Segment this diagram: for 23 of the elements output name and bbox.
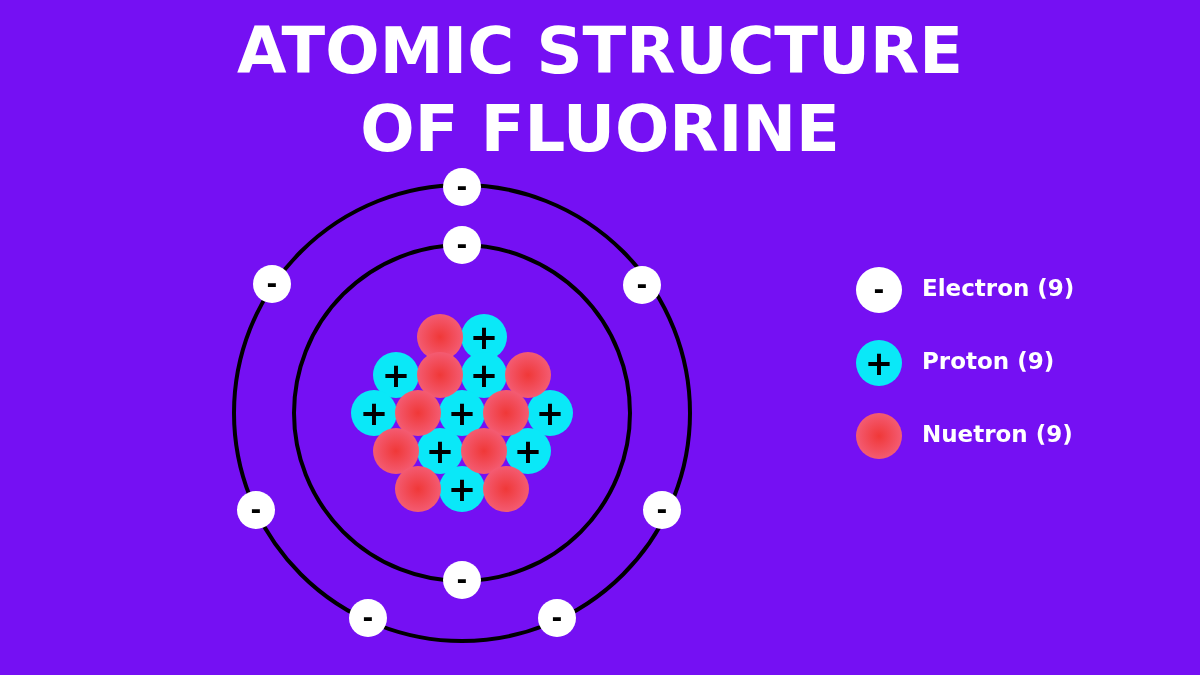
electron-legend-swatch: -	[856, 267, 902, 313]
proton-circle: +	[351, 390, 397, 436]
proton-circle: +	[373, 352, 419, 398]
neutron-circle	[505, 352, 551, 398]
electron-circle: -	[538, 599, 576, 637]
proton-circle: +	[527, 390, 573, 436]
legend-label: Proton (9)	[922, 348, 1055, 374]
electron-circle: -	[253, 265, 291, 303]
electron-circle: -	[443, 561, 481, 599]
electron-circle: -	[443, 226, 481, 264]
electron-circle: -	[623, 266, 661, 304]
electron-circle: -	[643, 491, 681, 529]
legend-label: Electron (9)	[922, 275, 1075, 301]
electron-circle: -	[443, 168, 481, 206]
electron-circle: -	[349, 599, 387, 637]
proton-legend-swatch: +	[856, 340, 902, 386]
legend-label: Nuetron (9)	[922, 421, 1073, 447]
neutron-circle	[483, 466, 529, 512]
neutron-circle	[417, 352, 463, 398]
electron-circle: -	[237, 491, 275, 529]
neutron-circle	[395, 466, 441, 512]
title: ATOMIC STRUCTURE OF FLUORINE	[236, 13, 964, 168]
proton-circle: +	[439, 466, 485, 512]
